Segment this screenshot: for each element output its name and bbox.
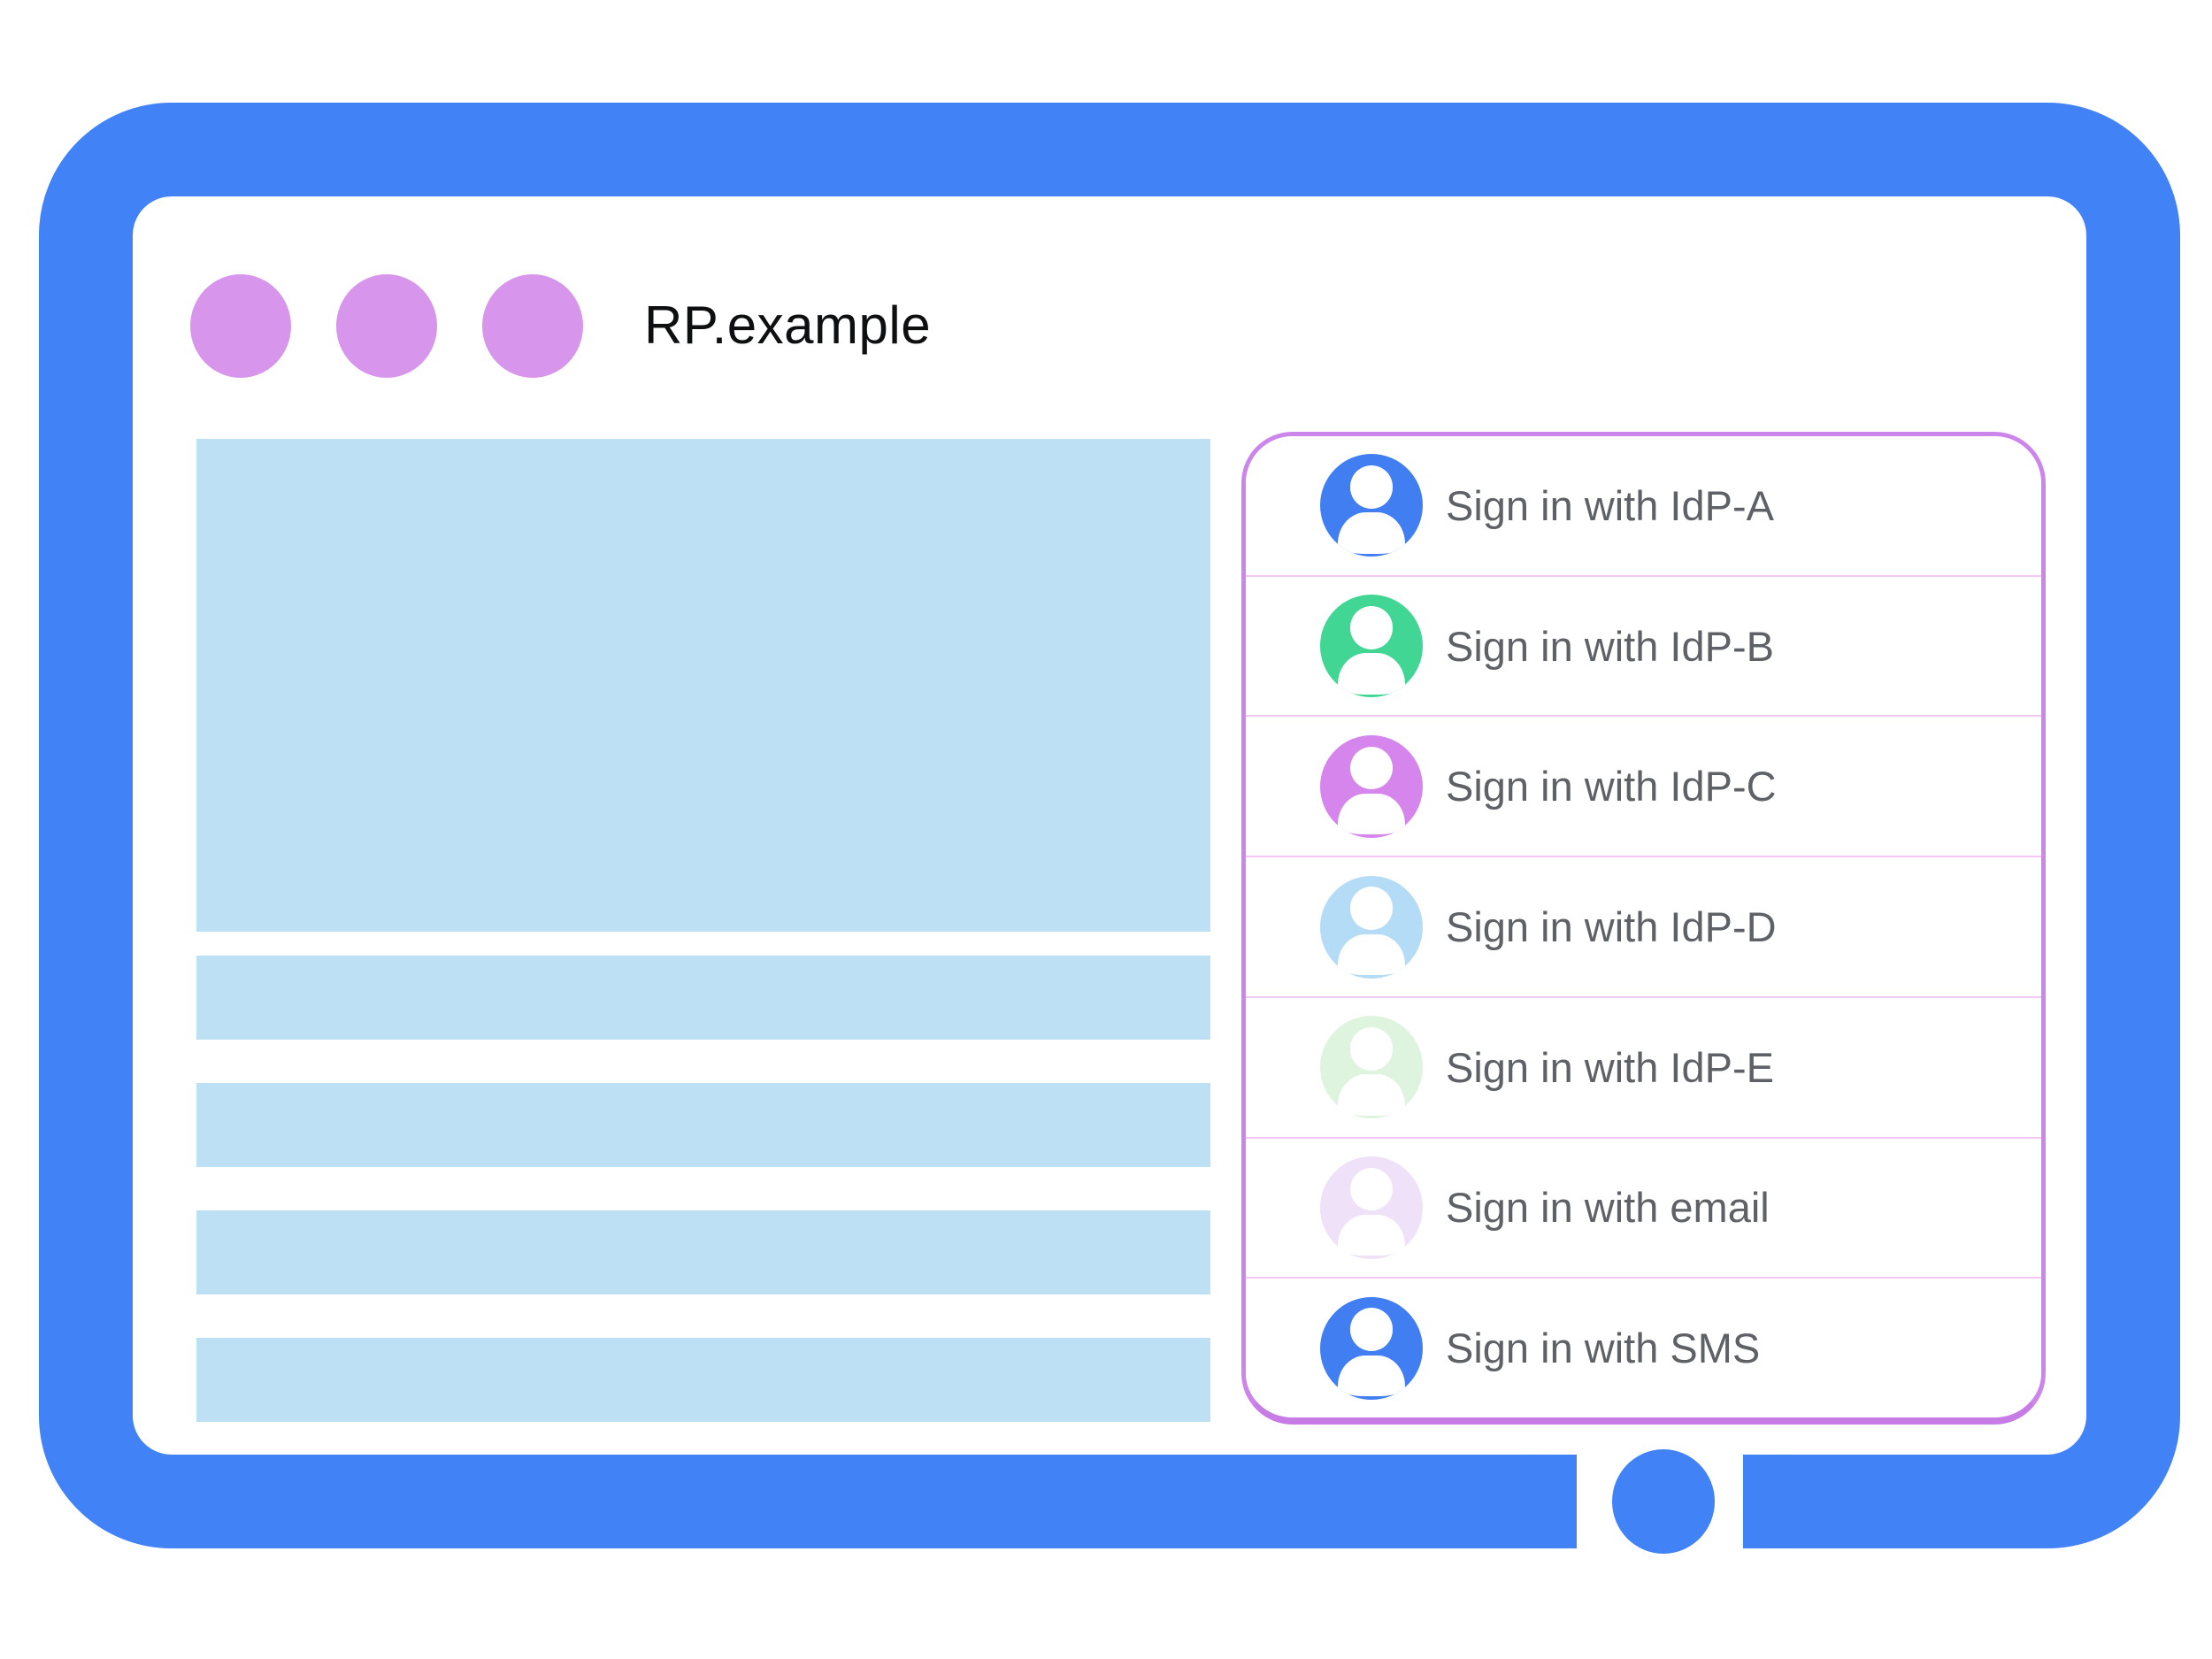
content-line-placeholder <box>196 1083 1210 1167</box>
signin-item-label: Sign in with SMS <box>1446 1325 1761 1372</box>
person-avatar-icon <box>1320 1156 1423 1259</box>
signin-item-label: Sign in with IdP-D <box>1446 903 1777 951</box>
signin-item-label: Sign in with IdP-A <box>1446 481 1774 529</box>
signin-item-7[interactable]: Sign in with SMS <box>1246 1279 2041 1417</box>
frame-bottom-right-segment-cap <box>1743 1455 1826 1548</box>
signin-item-label: Sign in with IdP-C <box>1446 763 1777 810</box>
content-hero-placeholder <box>196 439 1210 932</box>
content-line-placeholder <box>196 1210 1210 1294</box>
signin-item-label: Sign in with email <box>1446 1184 1770 1232</box>
person-avatar-icon <box>1320 734 1423 838</box>
person-avatar-icon <box>1320 875 1423 979</box>
content-line-placeholder <box>196 956 1210 1040</box>
person-avatar-icon <box>1320 1296 1423 1400</box>
home-button-icon <box>1612 1449 1715 1554</box>
window-control-dot-2 <box>336 274 437 378</box>
frame-bottom-left-segment-cap <box>1494 1455 1577 1548</box>
signin-item-1[interactable]: Sign in with IdP-A <box>1246 436 2041 577</box>
signin-item-2[interactable]: Sign in with IdP-B <box>1246 576 2041 718</box>
signin-item-4[interactable]: Sign in with IdP-D <box>1246 857 2041 998</box>
window-control-dot-3 <box>482 274 583 378</box>
person-avatar-icon <box>1320 1016 1423 1119</box>
signin-account-chooser-panel: Sign in with IdP-A Sign in with IdP-B Si… <box>1241 432 2046 1425</box>
person-avatar-icon <box>1320 595 1423 698</box>
person-avatar-icon <box>1320 454 1423 557</box>
signin-item-5[interactable]: Sign in with IdP-E <box>1246 997 2041 1139</box>
page-title: RP.example <box>644 296 932 355</box>
signin-item-6[interactable]: Sign in with email <box>1246 1138 2041 1279</box>
signin-item-3[interactable]: Sign in with IdP-C <box>1246 717 2041 858</box>
content-line-placeholder <box>196 1338 1210 1422</box>
signin-item-label: Sign in with IdP-E <box>1446 1043 1774 1091</box>
window-control-dot-1 <box>190 274 291 378</box>
signin-item-label: Sign in with IdP-B <box>1446 622 1774 670</box>
